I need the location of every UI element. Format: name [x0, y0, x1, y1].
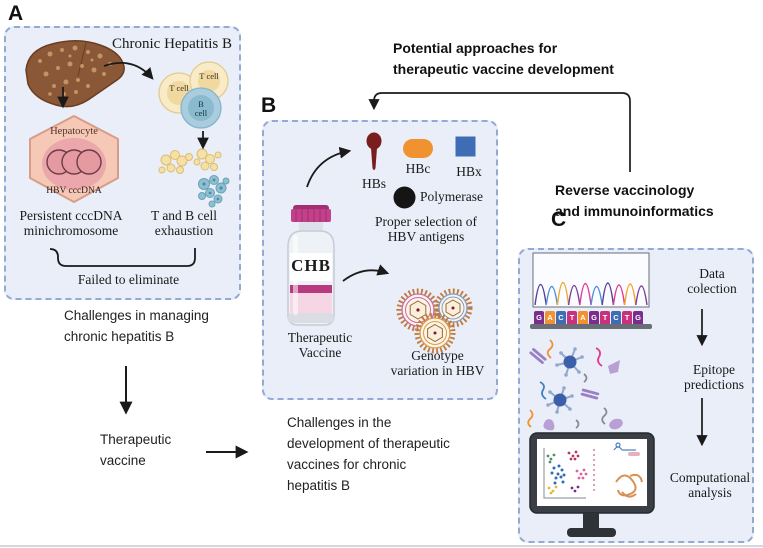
- t-cell-2-label: T cell: [199, 71, 219, 81]
- polymerase-label: Polymerase: [420, 189, 483, 204]
- sequence-base: T: [600, 311, 610, 324]
- panel-a: Chronic Hepatitis B T cell T cell B cell: [4, 26, 241, 300]
- caption-data-collection: Data colection: [687, 266, 737, 297]
- cccdna-label: HBV cccDNA: [46, 186, 102, 196]
- sequence-base-bar: [530, 324, 652, 329]
- sequencing-chromatogram-illustration: [532, 252, 650, 308]
- caption-genotype: Genotype variation in HBV: [390, 348, 485, 379]
- exhausted-cells-illustration: [158, 148, 230, 208]
- dna-sequence-tiles: G A C T A G T C T G: [534, 311, 643, 324]
- polymerase-antigen-icon: [393, 186, 416, 209]
- caption-exhaustion: T and B cell exhaustion: [150, 208, 218, 239]
- sequence-base: T: [622, 311, 632, 324]
- figure-bottom-border: [0, 545, 763, 547]
- caption-epitope-predictions: Epitope predictions: [684, 362, 744, 393]
- text-challenges-managing: Challenges in managing chronic hepatitis…: [64, 308, 209, 344]
- hbs-label: HBs: [361, 176, 386, 191]
- vial-caption: Therapeutic Vaccine: [287, 330, 353, 361]
- caption-antigen-selection: Proper selection of HBV antigens: [375, 214, 477, 245]
- computer-monitor-illustration: [529, 432, 655, 537]
- hbx-label: HBx: [456, 164, 482, 179]
- sequence-base: C: [556, 311, 566, 324]
- vaccine-vial-illustration: [287, 205, 335, 326]
- sequence-base: G: [589, 311, 599, 324]
- liver-illustration: [25, 40, 125, 108]
- hbc-label: HBc: [405, 161, 431, 176]
- vial-chb-label: CHB: [291, 256, 331, 275]
- t-cell-1-label: T cell: [169, 83, 189, 93]
- text-therapeutic-vaccine: Therapeutic vaccine: [100, 432, 172, 468]
- hbx-antigen-icon: [455, 136, 476, 157]
- hepatocyte-illustration: [29, 115, 119, 203]
- sequence-base: G: [534, 311, 544, 324]
- b-cell-label: B cell: [194, 99, 208, 119]
- bracket-label: Failed to eliminate: [77, 272, 180, 287]
- epitope-molecules-illustration: [527, 339, 623, 431]
- hbc-antigen-icon: [403, 139, 433, 158]
- hepatocyte-label: Hepatocyte: [50, 126, 98, 137]
- panel-c-label: C: [551, 208, 567, 231]
- hbs-antigen-icon: [366, 132, 382, 170]
- sequence-base: C: [611, 311, 621, 324]
- sequence-base: A: [545, 311, 555, 324]
- text-potential-approaches: Potential approaches for therapeutic vac…: [393, 40, 614, 77]
- caption-computational-analysis: Computational analysis: [669, 470, 751, 501]
- panel-c: G A C T A G T C T G Data colection: [518, 248, 754, 543]
- hbv-genotypes-illustration: [396, 288, 473, 354]
- panel-b: CHB Therapeutic Vaccine HBs HBc HBx Poly…: [262, 120, 498, 400]
- sequence-base: G: [633, 311, 643, 324]
- text-reverse-vaccinology: Reverse vaccinology and immunoinformatic…: [555, 182, 714, 219]
- sequence-base: T: [567, 311, 577, 324]
- text-challenges-development: Challenges in the development of therape…: [287, 415, 450, 493]
- sequence-base: A: [578, 311, 588, 324]
- panel-a-title: Chronic Hepatitis B: [112, 36, 232, 52]
- caption-cccdna: Persistent cccDNA minichromosome: [19, 208, 123, 239]
- panel-a-label: A: [8, 2, 24, 25]
- panel-b-label: B: [261, 94, 277, 117]
- t-b-cells-illustration: [158, 61, 229, 129]
